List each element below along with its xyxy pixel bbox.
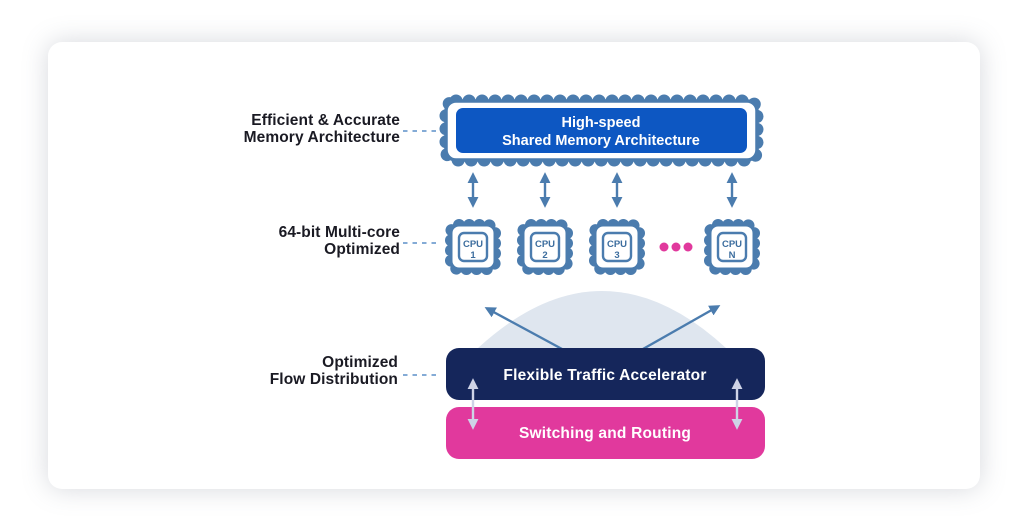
cpu-chip-label: CPU	[535, 239, 555, 250]
label-line: Efficient & Accurate	[251, 112, 400, 129]
memory-chip-core	[456, 108, 747, 153]
label-multicore-optimized: 64-bit Multi-core Optimized	[148, 224, 400, 258]
cpu-chip-label: CPU	[722, 239, 742, 250]
label-line: Memory Architecture	[243, 129, 400, 146]
ellipsis-dots-icon	[659, 242, 693, 252]
cpu-chip-number: 1	[470, 250, 476, 261]
cpu-chip-1-icon: CPU 1	[445, 219, 501, 275]
cpu-chip-n-icon: CPU N	[704, 219, 760, 275]
memory-chip-icon: High-speed Shared Memory Architecture	[439, 94, 764, 167]
accelerator-label: Flexible Traffic Accelerator	[503, 367, 706, 384]
diverging-arrow-left-icon	[484, 307, 563, 351]
label-line: Flow Distribution	[269, 371, 398, 388]
label-memory-architecture: Efficient & Accurate Memory Architecture	[148, 112, 400, 146]
label-line: 64-bit Multi-core	[278, 224, 400, 241]
diverging-arrow-right-icon	[642, 305, 721, 351]
cpu-chip-2-icon: CPU 2	[517, 219, 573, 275]
memory-cpu-arrows	[467, 172, 738, 208]
flow-fan-shape	[478, 291, 726, 348]
cpu-chip-number: 3	[614, 250, 619, 261]
cpu-chip-number: N	[729, 250, 736, 261]
label-line: Optimized	[324, 241, 400, 258]
label-flow-distribution: Optimized Flow Distribution	[146, 354, 398, 388]
memory-chip-title-line2: Shared Memory Architecture	[502, 133, 700, 149]
accelerator-box: Flexible Traffic Accelerator	[446, 348, 765, 400]
memory-chip-title-line1: High-speed	[562, 115, 641, 131]
cpu-chip-label: CPU	[463, 239, 483, 250]
label-line: Optimized	[322, 354, 398, 371]
cpu-chip-3-icon: CPU 3	[589, 219, 645, 275]
cpu-chip-label: CPU	[607, 239, 627, 250]
cpu-chip-number: 2	[542, 250, 547, 261]
switching-box: Switching and Routing	[446, 407, 765, 459]
cpu-chip-row: CPU 1 CPU 2 CPU 3 CPU N	[445, 219, 760, 275]
switching-label: Switching and Routing	[519, 425, 691, 442]
